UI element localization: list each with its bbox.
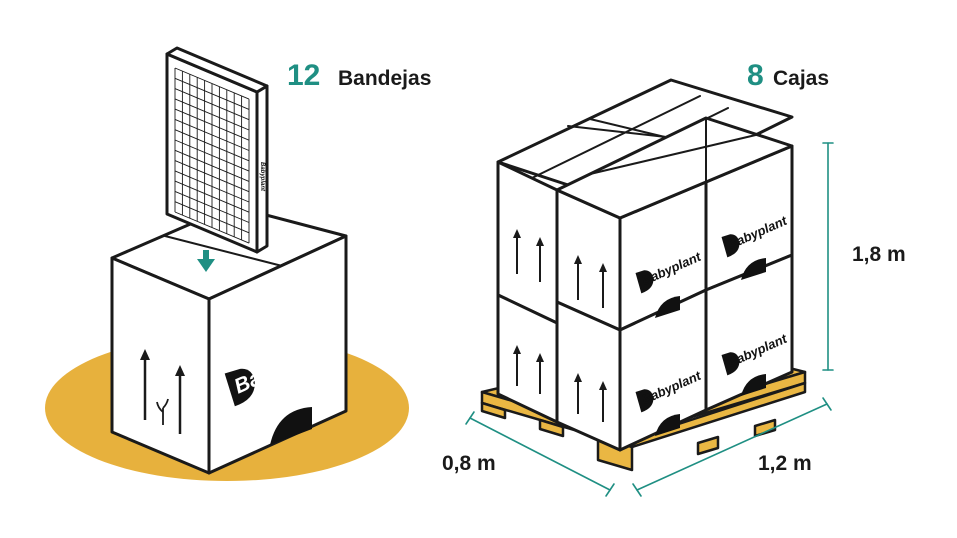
pallet-illustration: Babyplant Babyplant Babyplant Babyplant [480,78,807,472]
tray-grid [174,67,250,244]
insert-arrow-icon [197,250,215,272]
tray-count: 12 [287,59,320,92]
single-box-illustration: Babyplant Babyplant [45,46,409,481]
dimension-lines [465,142,834,497]
box-handle [270,407,312,445]
seed-tray: Babyplant [165,46,269,254]
width-dimension-label: 1,2 m [758,452,812,475]
box-count: 8 [747,59,764,92]
box-unit-label: Cajas [773,67,829,90]
tray-unit-label: Bandejas [338,67,431,90]
tray-brand-label: Babyplant [259,162,265,192]
pallet-side-up-icons [513,229,607,422]
this-side-up-icon [140,349,185,434]
height-dimension-label: 1,8 m [852,243,906,266]
depth-dimension-label: 0,8 m [442,452,496,475]
